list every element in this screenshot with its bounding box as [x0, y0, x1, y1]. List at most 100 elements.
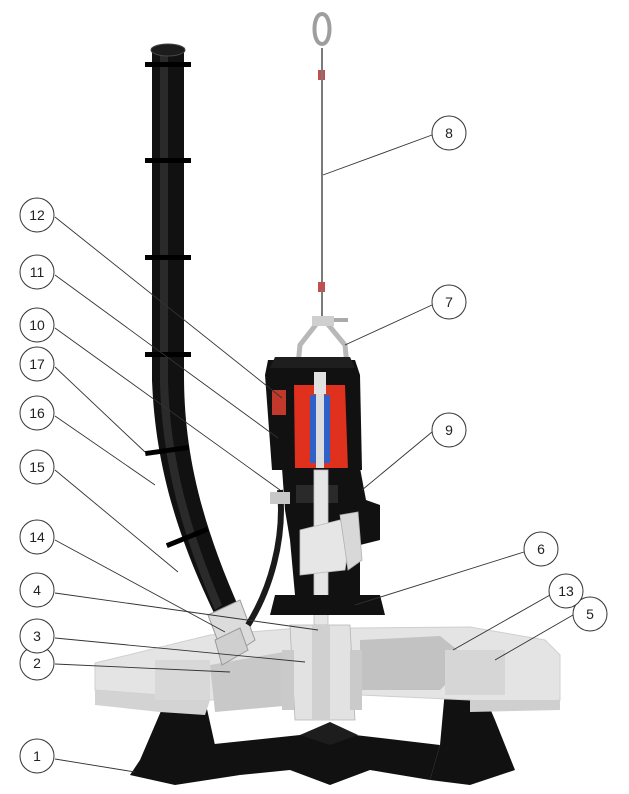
terminal-box — [272, 390, 286, 415]
rotor-core — [316, 392, 324, 468]
callout-13: 13 — [548, 573, 584, 609]
plate-front-face — [95, 690, 210, 715]
callout-6: 6 — [523, 531, 559, 567]
callout-5: 5 — [572, 596, 608, 632]
leader-lines — [54, 134, 574, 773]
lifting-wire — [312, 11, 332, 320]
pipe-top-rim — [150, 43, 186, 57]
callout-7: 7 — [431, 284, 467, 320]
foot-right-leg — [430, 685, 515, 785]
callout-circle — [523, 531, 559, 567]
callout-12: 12 — [19, 197, 55, 233]
callout-number: 9 — [445, 422, 453, 438]
leader-11 — [54, 274, 279, 439]
wire-ferrule-bottom — [318, 282, 325, 292]
leader-17 — [54, 366, 146, 453]
callout-8: 8 — [431, 115, 467, 151]
callout-circle — [19, 519, 55, 555]
pipe-bottom-fitting — [207, 599, 256, 666]
fitting-lower — [214, 627, 249, 666]
callout-number: 8 — [445, 125, 453, 141]
callout-number: 13 — [558, 583, 574, 599]
base-foot — [130, 685, 515, 785]
foot-center-hub — [300, 722, 358, 745]
callout-16: 16 — [19, 395, 55, 431]
pipe-highlight — [160, 55, 222, 610]
plate-block-left — [155, 660, 210, 700]
callout-circle — [19, 738, 55, 774]
callout-number: 17 — [29, 356, 45, 372]
plate-slot-right — [360, 636, 470, 690]
callout-3: 3 — [19, 618, 55, 654]
shaft-top — [314, 372, 326, 394]
callout-number: 6 — [537, 541, 545, 557]
bail-pin — [334, 318, 348, 322]
leader-10 — [54, 327, 281, 491]
callout-circle — [19, 449, 55, 485]
foot-left-leg — [130, 690, 240, 785]
leader-14 — [54, 539, 226, 633]
motor-housing — [265, 357, 362, 470]
plate-right-face — [470, 700, 560, 712]
callout-circle — [19, 395, 55, 431]
callout-circle — [19, 618, 55, 654]
clamp — [145, 62, 191, 67]
leader-5 — [494, 614, 574, 661]
bail-top-block — [312, 316, 334, 326]
leader-12 — [54, 216, 283, 399]
callout-number: 10 — [29, 317, 45, 333]
clamp — [145, 158, 191, 163]
shaft-impeller — [270, 469, 385, 721]
plate-block-right — [445, 650, 505, 695]
callout-number: 5 — [586, 606, 594, 622]
callout-1: 1 — [19, 738, 55, 774]
plate-slot-left — [210, 650, 295, 712]
leader-7 — [344, 304, 433, 346]
diffuser-collar — [270, 595, 385, 615]
motor-top-cap — [270, 357, 355, 368]
callout-number: 7 — [445, 294, 453, 310]
top-shackle-ring — [312, 11, 332, 47]
impeller-vane-right — [350, 650, 362, 710]
callout-number: 3 — [33, 628, 41, 644]
leader-15 — [54, 469, 179, 573]
callout-10: 10 — [19, 307, 55, 343]
power-cable — [245, 489, 284, 627]
callout-circle — [19, 307, 55, 343]
clamp — [144, 444, 190, 457]
leader-8 — [322, 134, 433, 176]
callout-circle — [19, 254, 55, 290]
clamp — [165, 526, 209, 549]
leader-16 — [54, 415, 156, 486]
callout-number: 11 — [30, 264, 45, 280]
leader-2 — [54, 663, 231, 673]
pipe-clamps — [144, 62, 209, 549]
foot-center — [205, 725, 440, 785]
callout-4: 4 — [19, 572, 55, 608]
callout-circle — [548, 573, 584, 609]
leader-9 — [361, 431, 433, 491]
impeller-vane-left — [282, 650, 294, 710]
callout-circle — [572, 596, 608, 632]
leader-13 — [452, 594, 551, 651]
callout-11: 11 — [19, 254, 55, 290]
clamp — [145, 255, 191, 260]
callout-number: 15 — [29, 459, 45, 475]
callout-number: 12 — [29, 207, 45, 223]
callouts: 1 2 3 4 5 6 7 8 — [19, 115, 608, 774]
callout-circle — [19, 346, 55, 382]
callout-circle — [19, 572, 55, 608]
callout-14: 14 — [19, 519, 55, 555]
callout-circle — [431, 284, 467, 320]
callout-number: 2 — [33, 655, 41, 671]
leader-1 — [54, 758, 136, 773]
callout-circle — [431, 412, 467, 448]
seal-bracket — [270, 492, 290, 504]
callout-2: 2 — [19, 645, 55, 681]
callout-9: 9 — [431, 412, 467, 448]
callout-number: 4 — [33, 582, 41, 598]
callout-number: 14 — [29, 529, 45, 545]
callout-15: 15 — [19, 449, 55, 485]
callout-number: 1 — [33, 748, 41, 764]
